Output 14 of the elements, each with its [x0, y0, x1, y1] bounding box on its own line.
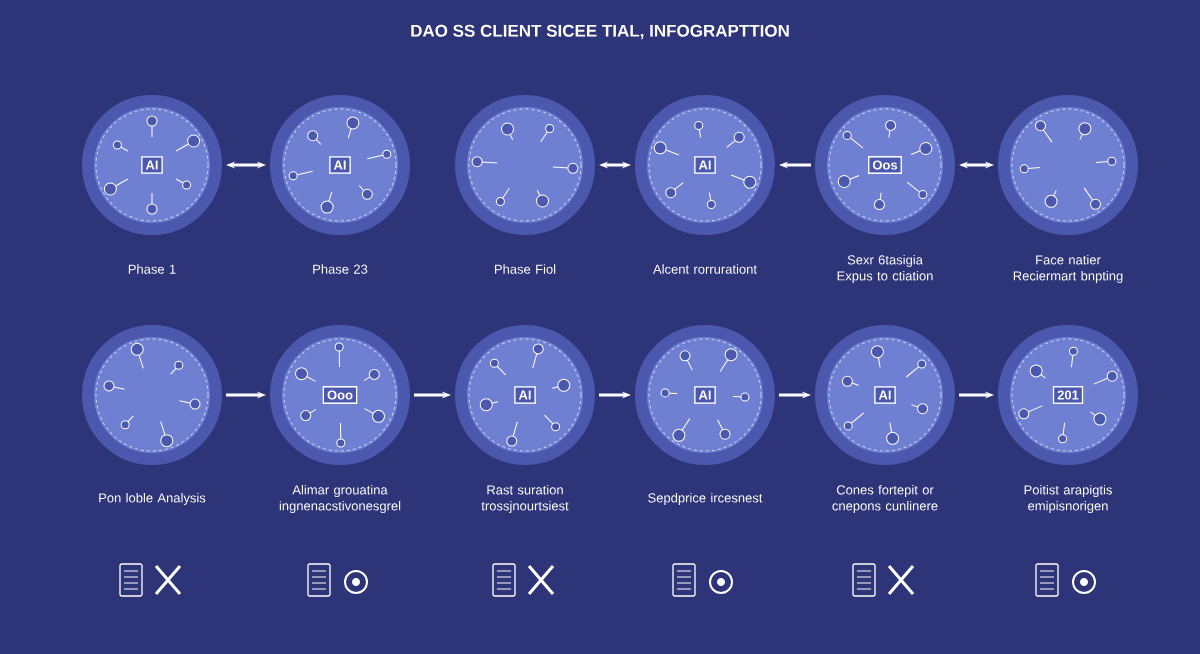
node-label: Phase Fiol: [495, 264, 556, 274]
node-label: Poitist arapigtis emipisnorigen: [1024, 484, 1112, 514]
node-label: Alimar grouatina ingnenacstivonesgrel: [279, 484, 401, 514]
node-label: Rast suration trossjnourtsiest: [481, 484, 569, 514]
node-label: Phase 23: [313, 264, 368, 274]
title: DAO SS CLIENT SICEE TIAL, INFOGRAPTTION: [411, 24, 789, 40]
node-label: Sexr 6tasigia Expus to ctiation: [837, 254, 933, 284]
illustrated-circle: [998, 95, 1138, 235]
node-label: Alcent rorrurationt: [653, 264, 757, 274]
node-label: Cones fortepit or cnepons cunlinere: [832, 484, 938, 514]
node-label: Phase 1: [128, 264, 176, 274]
node-label: Sepdprice ircesnest: [648, 492, 763, 506]
node-label: Pon loble Analysis: [99, 492, 206, 506]
node-label: Face natier Reciermart bnpting: [1013, 254, 1123, 284]
